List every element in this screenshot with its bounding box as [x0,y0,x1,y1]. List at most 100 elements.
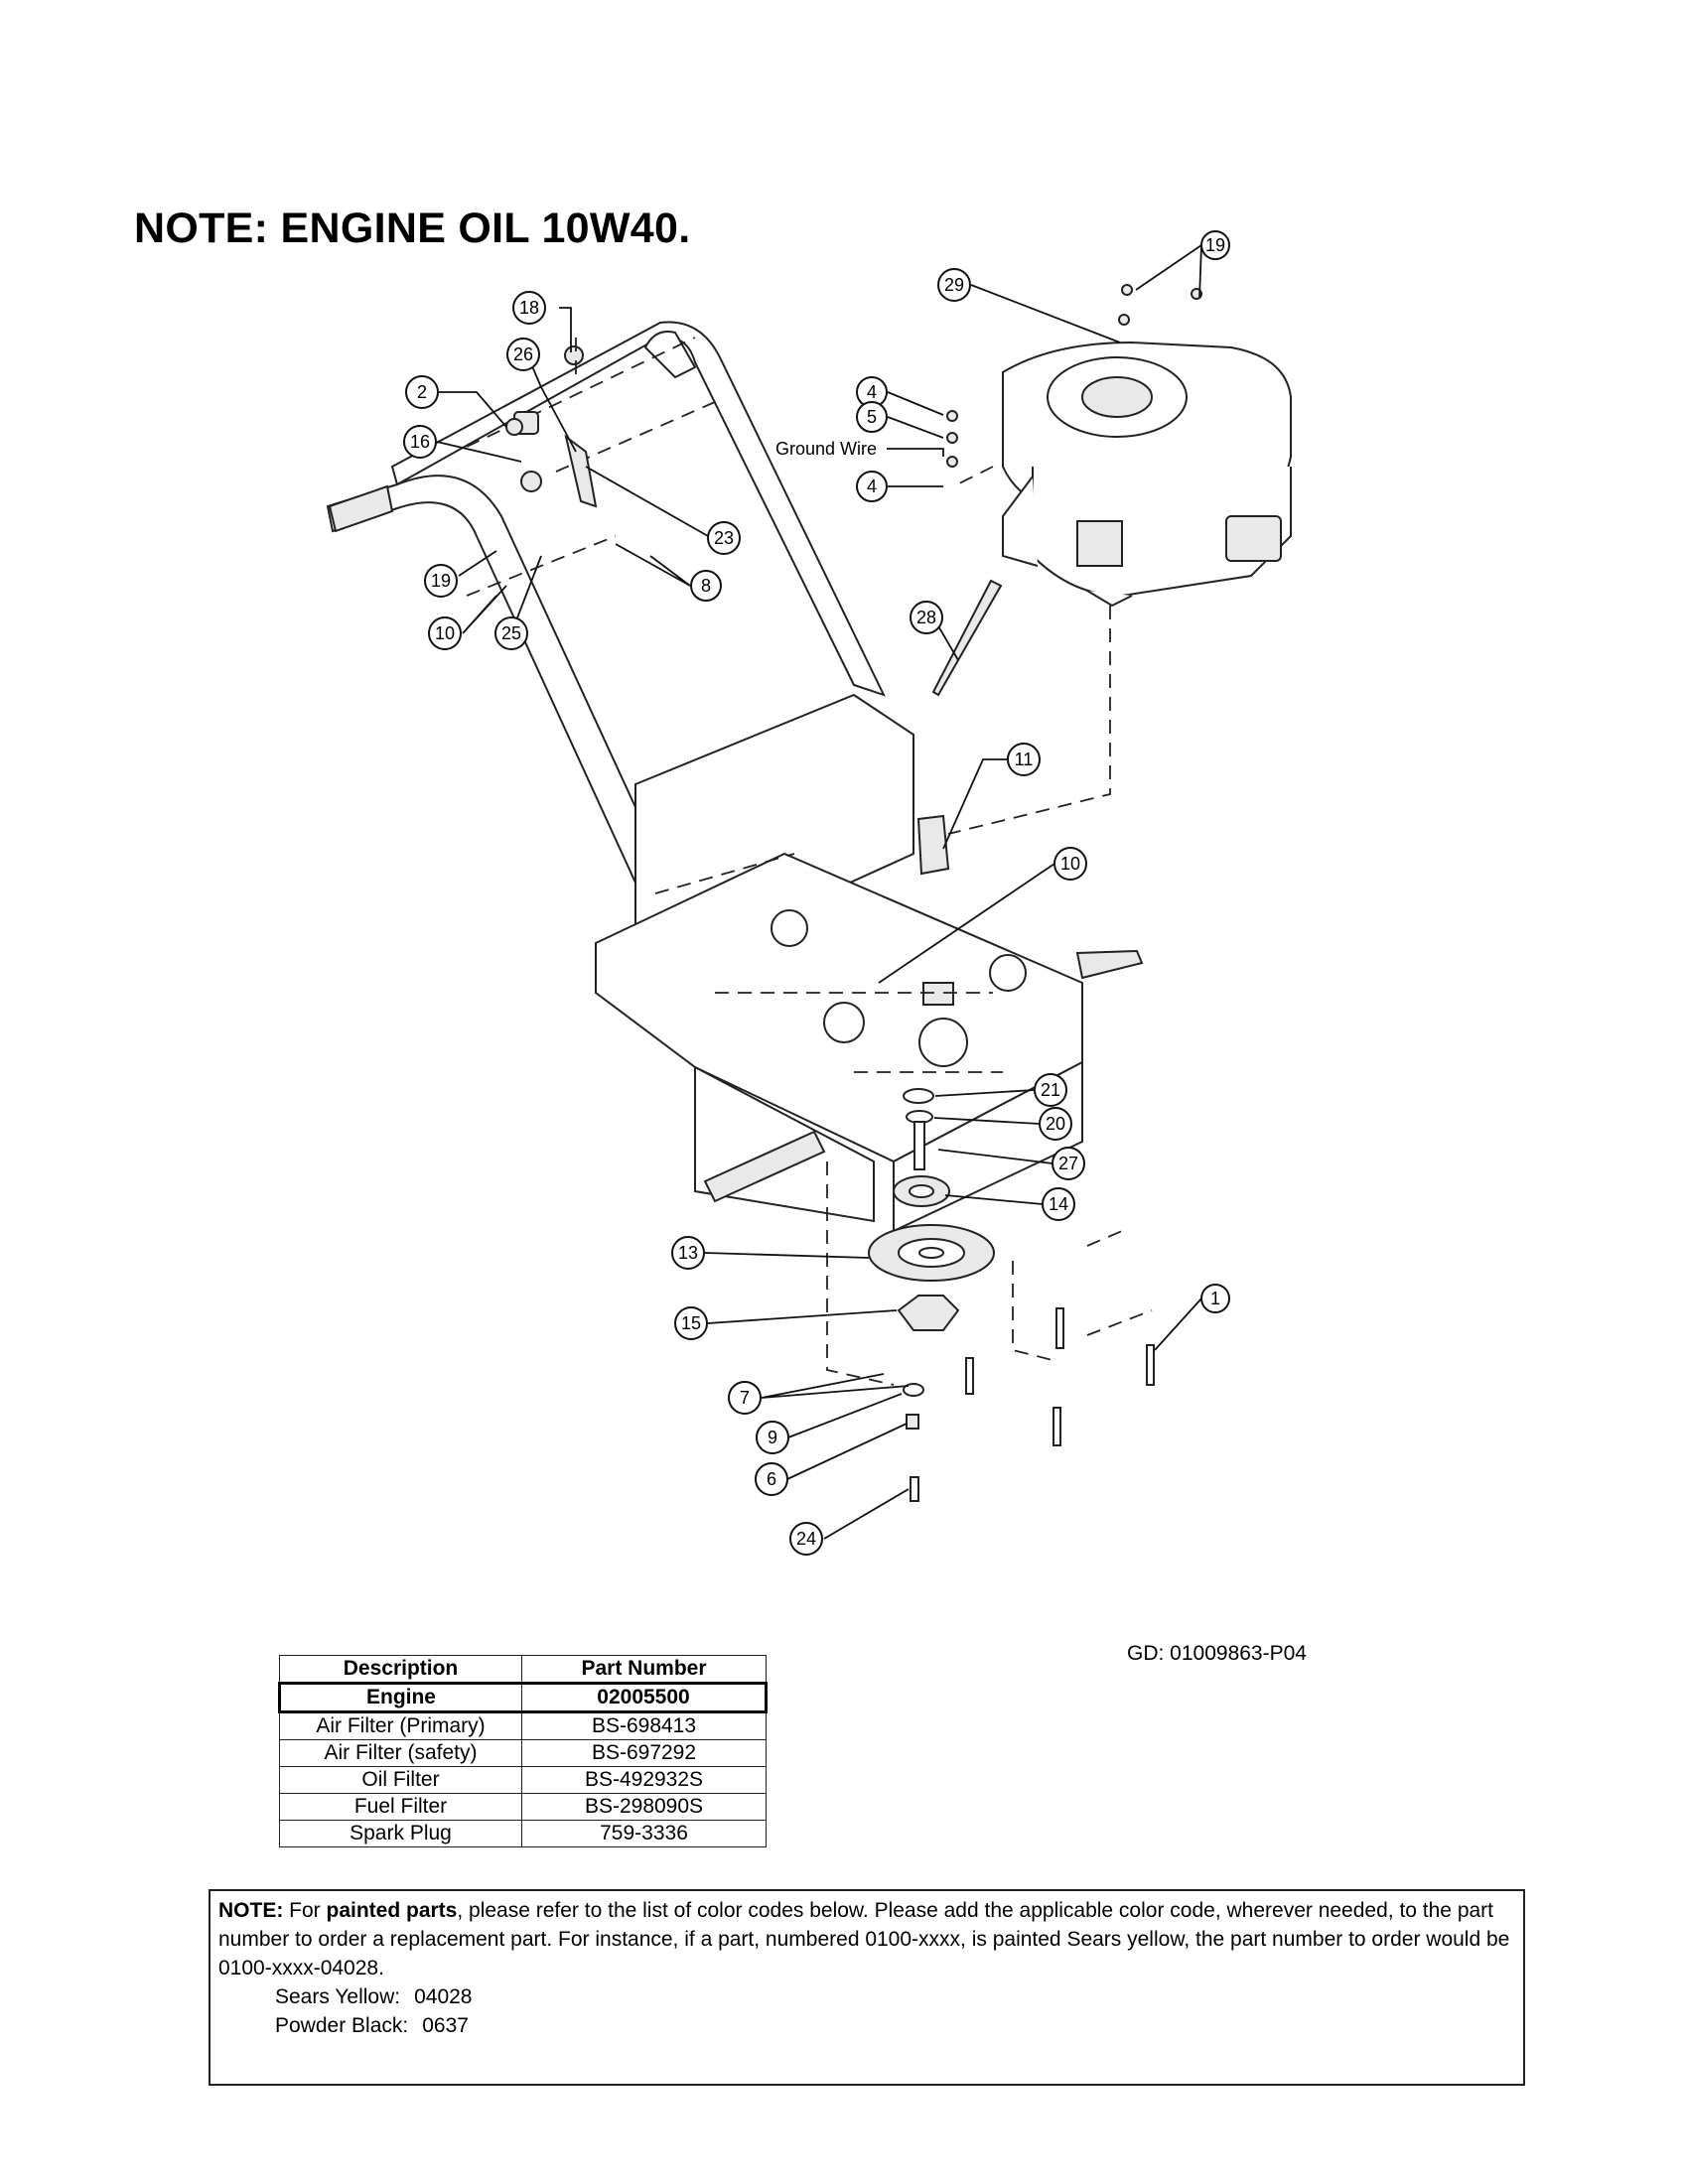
svg-text:19: 19 [431,571,451,591]
svg-text:20: 20 [1046,1114,1065,1134]
column-header-part-number: Part Number [521,1655,767,1684]
svg-text:11: 11 [1015,750,1034,769]
svg-text:10: 10 [435,623,455,643]
svg-text:4: 4 [867,382,877,402]
svg-text:15: 15 [681,1313,701,1333]
engine [1002,341,1292,608]
callout-28: 28 [910,601,943,634]
svg-text:9: 9 [768,1428,777,1447]
svg-text:7: 7 [740,1388,750,1408]
painted-parts-note: NOTE: For painted parts, please refer to… [209,1889,1525,2086]
callout-21: 21 [1034,1073,1067,1107]
svg-text:2: 2 [417,382,427,402]
pulley-stack [826,1088,1155,1502]
ground-wire-label: Ground Wire [775,439,877,459]
callout-15: 15 [674,1306,708,1340]
color-code-row: Sears Yellow: 04028 [275,1982,1515,2011]
dipstick [931,579,1003,697]
svg-text:10: 10 [1060,854,1080,874]
callout-6: 6 [755,1462,788,1496]
description-cell: Oil Filter [279,1766,522,1794]
callout-4-bottom: 4 [856,471,888,502]
color-name: Sears Yellow: [275,1985,401,2008]
note-paragraph: NOTE: For painted parts, please refer to… [218,1896,1515,1982]
svg-text:8: 8 [701,576,711,596]
callout-14: 14 [1042,1187,1075,1221]
table-row: Spark Plug 759-3336 [279,1820,767,1847]
note-text-2: , please refer to the list of color code… [218,1899,1510,1979]
description-cell: Engine [278,1682,522,1713]
note-bold: painted parts [326,1899,458,1922]
callout-1: 1 [1200,1284,1230,1313]
page-title: NOTE: ENGINE OIL 10W40. [134,205,691,252]
part-number-cell: BS-298090S [521,1793,767,1821]
leader-lines [436,244,1202,1540]
part-number-cell: BS-492932S [521,1766,767,1794]
table-header-row: Description Part Number [279,1655,767,1684]
description-cell: Spark Plug [279,1820,522,1847]
svg-text:18: 18 [519,298,539,318]
table-row: Engine 02005500 [278,1682,768,1713]
callout-26: 26 [506,338,540,371]
bracket [916,814,950,876]
svg-text:1: 1 [1210,1289,1220,1308]
svg-text:14: 14 [1049,1194,1068,1214]
callout-19: 19 [424,564,458,598]
svg-text:25: 25 [501,623,521,643]
svg-text:24: 24 [796,1529,816,1549]
part-number-cell: 759-3336 [521,1820,767,1847]
color-code: 0637 [422,2014,469,2037]
callout-7: 7 [728,1381,762,1415]
callout-11: 11 [1007,743,1041,776]
svg-text:13: 13 [678,1243,698,1263]
callout-9: 9 [756,1421,789,1454]
table-row: Oil Filter BS-492932S [279,1766,767,1794]
svg-text:5: 5 [867,407,877,427]
callout-16: 16 [403,425,437,459]
svg-text:4: 4 [867,477,877,496]
note-text-1: For [283,1899,327,1922]
table-row: Air Filter (Primary) BS-698413 [279,1711,767,1740]
callout-5: 5 [856,401,888,433]
svg-text:29: 29 [944,275,964,295]
svg-text:26: 26 [513,344,533,364]
table-row: Fuel Filter BS-298090S [279,1793,767,1821]
svg-text:27: 27 [1058,1154,1078,1173]
callout-10-left: 10 [428,616,462,650]
deck-frame [595,693,1144,1233]
callout-20: 20 [1039,1107,1072,1141]
callout-10-right: 10 [1053,847,1087,881]
description-cell: Air Filter (safety) [279,1739,522,1767]
color-code-row: Powder Black: 0637 [275,2011,1515,2040]
svg-text:16: 16 [410,432,430,452]
description-cell: Air Filter (Primary) [279,1711,522,1740]
column-header-description: Description [279,1655,522,1684]
callout-2: 2 [405,375,439,409]
table-row: Air Filter (safety) BS-697292 [279,1739,767,1767]
note-lead: NOTE: [218,1899,284,1922]
callout-24: 24 [789,1522,823,1556]
svg-text:6: 6 [767,1469,776,1489]
color-codes: Sears Yellow: 04028 Powder Black: 0637 [275,1982,1515,2040]
svg-text:28: 28 [916,608,936,627]
callout-23: 23 [707,521,741,555]
svg-text:23: 23 [714,528,734,548]
color-code: 04028 [414,1985,473,2008]
callout-18: 18 [512,291,546,325]
callout-25: 25 [494,616,528,650]
knob [564,345,584,365]
description-cell: Fuel Filter [279,1793,522,1821]
callout-8: 8 [690,570,722,602]
callout-27: 27 [1052,1147,1085,1180]
svg-text:19: 19 [1205,235,1225,255]
part-number-cell: BS-698413 [521,1711,767,1740]
color-name: Powder Black: [275,2014,409,2037]
part-number-cell: BS-697292 [521,1739,767,1767]
callout-13: 13 [671,1236,705,1270]
parts-table: Description Part Number Engine 02005500 … [278,1655,768,1847]
callout-3: 19 [1200,230,1230,260]
part-number-cell: 02005500 [521,1682,768,1713]
drawing-id: GD: 01009863-P04 [1127,1642,1307,1665]
svg-text:21: 21 [1041,1080,1060,1100]
